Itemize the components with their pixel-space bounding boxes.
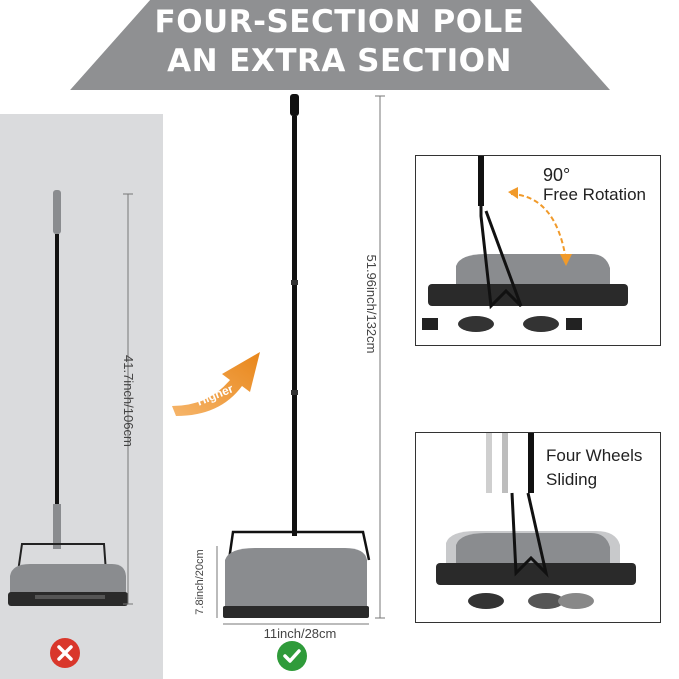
title-line-2: AN EXTRA SECTION [167, 43, 512, 79]
wheels-illustration [436, 433, 636, 609]
tall-height-label: 51.96inch/132cm [364, 254, 379, 354]
tall-sweeper-illustration [216, 94, 385, 625]
header-banner [0, 0, 610, 90]
wheels-line-2: Sliding [546, 470, 598, 489]
short-sweeper-illustration [8, 190, 133, 606]
rotation-inset: 90° Free Rotation [415, 155, 661, 346]
rotation-illustration [422, 156, 628, 332]
depth-label: 7.8inch/20cm [194, 549, 206, 615]
width-label: 11inch/28cm [263, 626, 337, 641]
wheels-line-1: Four Wheels [546, 446, 643, 465]
rotation-caption: Free Rotation [543, 185, 646, 204]
short-height-label: 41.7inch/106cm [121, 355, 136, 447]
rotation-angle: 90° [543, 165, 571, 185]
x-mark-icon [50, 638, 80, 668]
check-mark-icon [277, 641, 307, 671]
higher-arrow-icon [172, 352, 260, 416]
wheels-inset: Four Wheels Sliding [415, 432, 661, 623]
title-line-1: FOUR-SECTION POLE [154, 4, 525, 40]
